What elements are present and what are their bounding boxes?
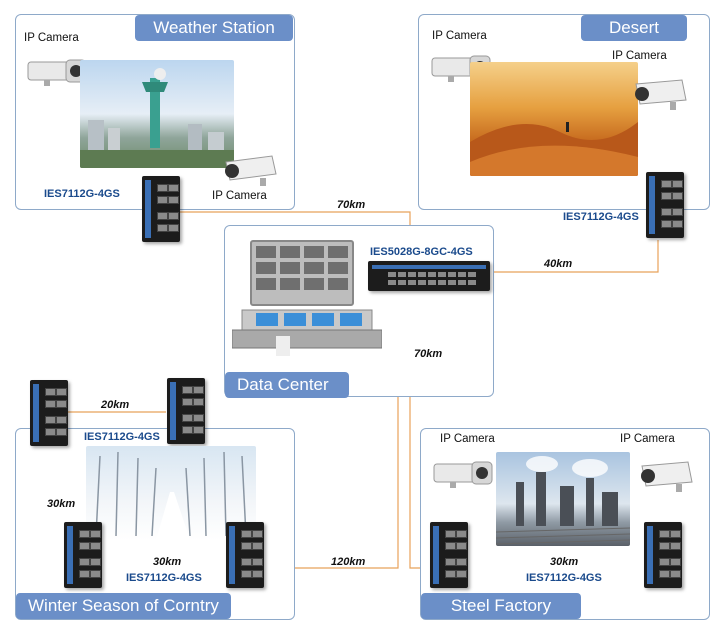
distance-winter-left: 30km: [47, 498, 76, 510]
steel-factory-photo: [496, 452, 630, 546]
industrial-switch-winter-1[interactable]: [30, 380, 68, 446]
switch-model-label: IES7112G-4GS: [84, 431, 160, 443]
ip-camera-label: IP Camera: [612, 50, 667, 62]
distance-winter-steel: 120km: [331, 556, 366, 568]
industrial-switch-desert[interactable]: [646, 172, 684, 238]
desert-photo: [470, 62, 638, 176]
distance-steel-inner: 30km: [550, 556, 579, 568]
switch-model-label: IES7112G-4GS: [563, 211, 639, 223]
switch-model-label: IES7112G-4GS: [526, 572, 602, 584]
zone-title-desert: Desert: [581, 15, 687, 41]
ip-camera-icon[interactable]: [220, 152, 282, 191]
fiber-desert-core: [488, 240, 659, 273]
industrial-switch-winter-3[interactable]: [64, 522, 102, 588]
switch-model-label: IES7112G-4GS: [44, 188, 120, 200]
ip-camera-icon[interactable]: [26, 56, 88, 91]
video-wall: [250, 240, 354, 306]
distance-winter-top: 20km: [101, 399, 130, 411]
core-switch[interactable]: [368, 261, 490, 291]
weather-station-photo: [80, 60, 234, 168]
core-switch-model-label: IES5028G-8GC-4GS: [370, 246, 473, 258]
ip-camera-icon[interactable]: [630, 78, 692, 117]
ip-camera-icon[interactable]: [636, 460, 698, 499]
distance-core-steel: 70km: [414, 348, 443, 360]
industrial-switch-winter-4[interactable]: [226, 522, 264, 588]
switch-model-label: IES7112G-4GS: [126, 572, 202, 584]
industrial-switch-winter-2[interactable]: [167, 378, 205, 444]
distance-desert-core: 40km: [544, 258, 573, 270]
ip-camera-icon[interactable]: [432, 458, 494, 495]
zone-title-winter: Winter Season of Corntry: [16, 593, 231, 619]
industrial-switch-steel-1[interactable]: [430, 522, 468, 588]
ip-camera-label: IP Camera: [620, 433, 675, 445]
ip-camera-label: IP Camera: [212, 190, 267, 202]
industrial-switch-steel-2[interactable]: [644, 522, 682, 588]
zone-title-steel-factory: Steel Factory: [421, 593, 581, 619]
distance-winter-bottom: 30km: [153, 556, 182, 568]
ip-camera-label: IP Camera: [440, 433, 495, 445]
distance-weather-core: 70km: [337, 199, 366, 211]
industrial-switch-weather[interactable]: [142, 176, 180, 242]
ip-camera-label: IP Camera: [432, 30, 487, 42]
ip-camera-label: IP Camera: [24, 32, 79, 44]
zone-title-data-center: Data Center: [225, 372, 349, 398]
control-desk: [231, 306, 383, 356]
zone-title-weather-station: Weather Station: [135, 15, 293, 41]
